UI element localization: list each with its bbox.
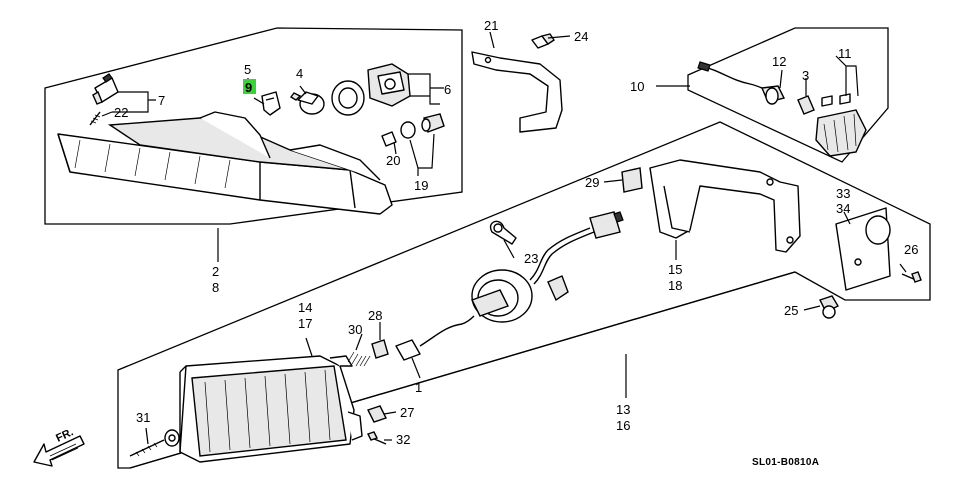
- gasket-ring: [331, 80, 365, 116]
- label-33[interactable]: 33: [836, 186, 850, 201]
- label-27[interactable]: 27: [400, 405, 414, 420]
- part-26-screw: [901, 271, 922, 283]
- label-13[interactable]: 13: [616, 402, 630, 417]
- label-22[interactable]: 22: [114, 105, 128, 120]
- part-labels: 5 9 4 6 7 22 20 19 2 8 21 24 10 12 3 11 …: [114, 18, 918, 447]
- part-25-nut: [819, 295, 839, 319]
- side-marker-lens: [815, 109, 867, 157]
- label-3[interactable]: 3: [802, 68, 809, 83]
- label-24[interactable]: 24: [574, 29, 588, 44]
- part-32-screw: [367, 431, 387, 445]
- part-21-bracket: [471, 51, 563, 133]
- label-8[interactable]: 8: [212, 280, 219, 295]
- fog-socket: [471, 269, 569, 323]
- label-26[interactable]: 26: [904, 242, 918, 257]
- part-19-bulb: [400, 113, 445, 139]
- label-6[interactable]: 6: [444, 82, 451, 97]
- label-1[interactable]: 1: [415, 380, 422, 395]
- leader-lines: [101, 31, 907, 445]
- part-9-clip: [261, 91, 281, 116]
- label-9-highlight: [243, 79, 256, 94]
- headlight-lens: [57, 111, 393, 215]
- label-16[interactable]: 16: [616, 418, 630, 433]
- label-21[interactable]: 21: [484, 18, 498, 33]
- part-11-clips: [821, 93, 851, 107]
- headlight-assembly-panel: [44, 27, 463, 225]
- part-23-clip: [489, 220, 517, 245]
- part-29-clip: [621, 167, 643, 193]
- label-2[interactable]: 2: [212, 264, 219, 279]
- label-12[interactable]: 12: [772, 54, 786, 69]
- part-12-socket: [765, 87, 779, 105]
- label-9[interactable]: 9: [245, 80, 252, 95]
- part-15-bracket: [649, 159, 801, 253]
- part-3-clip: [797, 95, 815, 115]
- foglight-assembly-panel: [117, 121, 931, 469]
- part-20-clip: [381, 131, 397, 147]
- part-6-socket: [367, 63, 411, 107]
- label-20[interactable]: 20: [386, 153, 400, 168]
- part-22-screw: [89, 111, 101, 126]
- part-27-nut: [367, 405, 387, 423]
- label-4[interactable]: 4: [296, 66, 303, 81]
- label-11[interactable]: 11: [838, 46, 852, 61]
- label-10[interactable]: 10: [630, 79, 644, 94]
- fog-light-lens: [179, 355, 363, 463]
- label-15[interactable]: 15: [668, 262, 682, 277]
- label-30[interactable]: 30: [348, 322, 362, 337]
- label-19[interactable]: 19: [414, 178, 428, 193]
- part-30-spring: [347, 351, 371, 367]
- diagram-code: SL01-B0810A: [752, 457, 819, 468]
- front-arrow-icon: [33, 435, 85, 467]
- front-direction-indicator: FR.: [33, 426, 85, 467]
- label-5[interactable]: 5: [244, 62, 251, 77]
- label-7[interactable]: 7: [158, 93, 165, 108]
- label-23[interactable]: 23: [524, 251, 538, 266]
- part-33-bracket: [835, 207, 891, 291]
- label-31[interactable]: 31: [136, 410, 150, 425]
- part-7-socket: [92, 73, 119, 105]
- label-29[interactable]: 29: [585, 175, 599, 190]
- label-25[interactable]: 25: [784, 303, 798, 318]
- label-18[interactable]: 18: [668, 278, 682, 293]
- part-28-clip: [371, 339, 389, 359]
- label-17[interactable]: 17: [298, 316, 312, 331]
- part-4-bulb: [289, 91, 325, 115]
- fog-harness: [529, 211, 624, 285]
- label-14[interactable]: 14: [298, 300, 312, 315]
- part-24-bolt: [531, 33, 555, 49]
- part-1-bulb: [395, 315, 475, 361]
- side-marker-panel: [687, 27, 889, 163]
- label-32[interactable]: 32: [396, 432, 410, 447]
- label-28[interactable]: 28: [368, 308, 382, 323]
- label-34[interactable]: 34: [836, 201, 850, 216]
- part-31-bolt: [129, 429, 180, 457]
